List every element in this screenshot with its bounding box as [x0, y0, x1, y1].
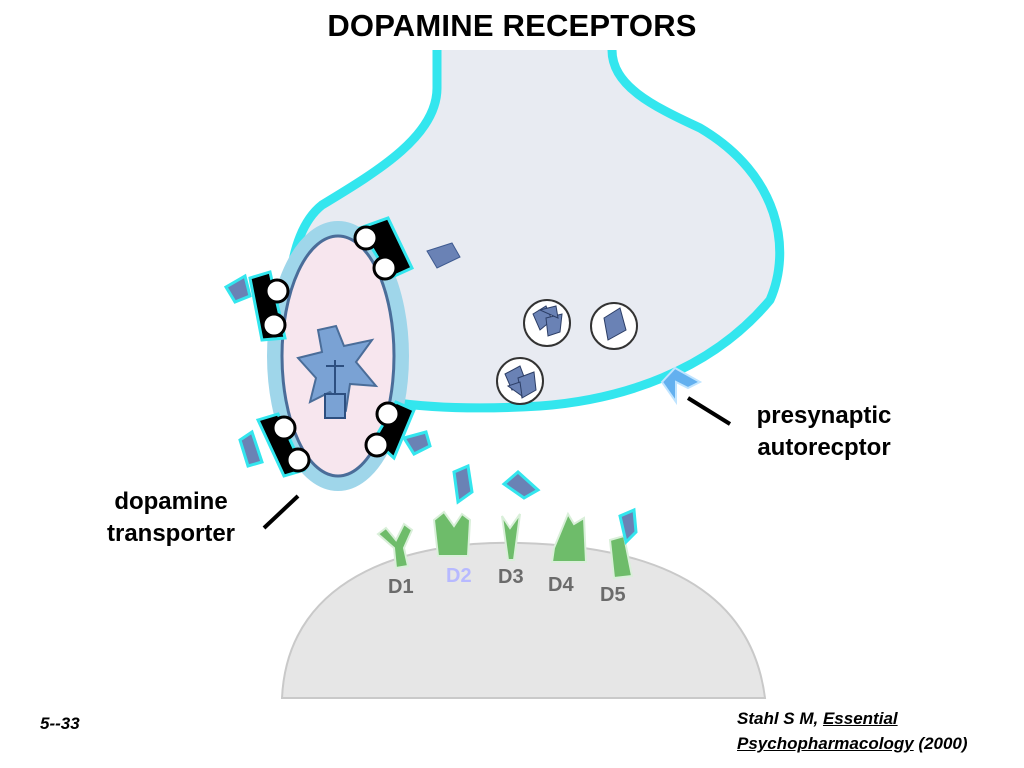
receptor-label-d2: D2: [446, 565, 472, 587]
transporter-label-line-1: dopamine: [114, 488, 228, 515]
vesicle: [523, 299, 571, 347]
citation-book-title-1: Essential: [822, 709, 898, 728]
receptor-label-d5: D5: [600, 584, 626, 606]
transporter-pointer: [262, 494, 300, 530]
dopamine-transporter-label: dopamine transporter: [86, 486, 256, 550]
postsynaptic-neuron: [280, 541, 767, 699]
citation-book-title-2: Psychopharmacology: [737, 734, 914, 753]
d3-receptor: [501, 513, 521, 561]
presynaptic-autoreceptor: [660, 366, 703, 406]
dopamine-transporter: [223, 216, 432, 491]
page-title: DOPAMINE RECEPTORS: [327, 8, 697, 43]
d4-receptor: [550, 511, 588, 563]
dopamine-molecule: [452, 463, 474, 505]
receptor-label-d1: D1: [388, 576, 414, 598]
presynaptic-label-line-1: presynaptic: [756, 402, 892, 429]
dopamine-molecule: [618, 507, 638, 545]
citation: Stahl S M, Essential Psychopharmacology …: [737, 706, 968, 756]
receptor-label-d3: D3: [498, 566, 524, 588]
vesicle: [590, 302, 638, 350]
presynaptic-pointer: [686, 396, 732, 426]
presynaptic-label-line-2: autorecptor: [757, 434, 891, 461]
vesicle: [496, 357, 544, 405]
d1-receptor: [376, 522, 414, 570]
citation-author: Stahl S M,: [737, 709, 819, 728]
receptor-label-d4: D4: [548, 574, 574, 596]
d2-receptor: [432, 510, 472, 557]
slide-number: 5--33: [40, 714, 80, 733]
citation-year: (2000): [918, 734, 968, 753]
presynaptic-neuron: [285, 49, 785, 413]
dopamine-molecule: [426, 242, 461, 269]
d5-receptor: [608, 534, 634, 580]
presynaptic-autoreceptor-label: presynaptic autorecptor: [736, 400, 912, 464]
dopamine-molecule: [501, 470, 541, 500]
transporter-label-line-2: transporter: [106, 520, 236, 547]
